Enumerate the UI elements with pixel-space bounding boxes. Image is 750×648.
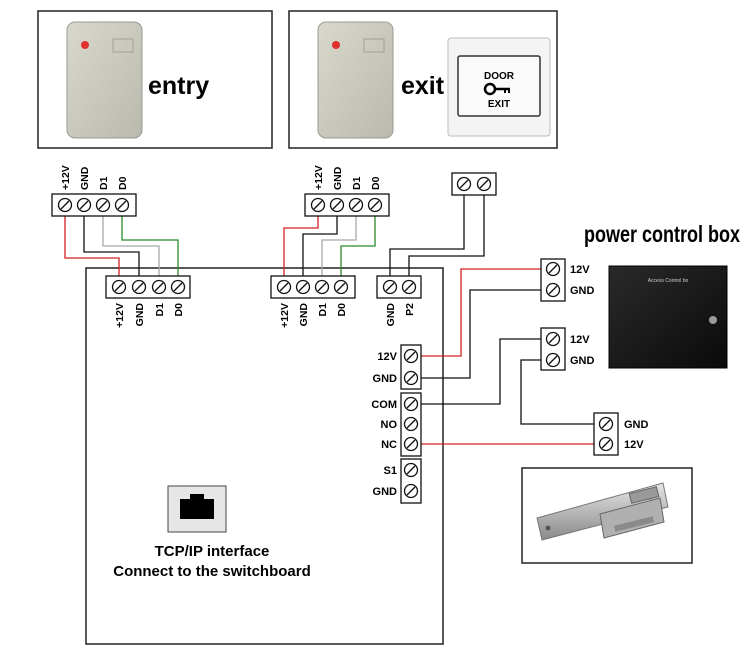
exit-pin-d0: D0 xyxy=(370,176,382,190)
ctrl-relay-no: NO xyxy=(381,419,398,431)
lock-pin-12v: 12V xyxy=(624,439,644,451)
network-port: TCP/IP interface Connect to the switchbo… xyxy=(113,485,311,580)
controller-power-terminals: 12V GND xyxy=(373,344,422,390)
controller-board xyxy=(85,267,444,645)
wire-power-12v xyxy=(418,268,545,357)
ethernet-port-icon xyxy=(180,494,214,519)
ctrl-relay-com: COM xyxy=(371,399,397,411)
rj45-plate xyxy=(167,485,227,533)
entry-card-reader xyxy=(66,21,143,139)
controller-reader2-terminals: +12V GND D1 D0 xyxy=(270,275,356,328)
power-box-lock-icon xyxy=(709,316,717,324)
psu-output-b: 12V GND xyxy=(540,327,595,371)
lock-terminals: GND 12V xyxy=(593,412,649,456)
entry-label: entry xyxy=(148,72,209,100)
entry-reader-window xyxy=(112,38,134,53)
exit-reader-led-icon xyxy=(332,41,340,49)
exit-pin-gnd: GND xyxy=(332,166,344,190)
key-icon xyxy=(483,82,510,96)
entry-pin-d0: D0 xyxy=(117,176,129,190)
exit-button xyxy=(457,55,541,117)
ctrl-pwr-gnd: GND xyxy=(373,373,398,385)
wire-exit-d0 xyxy=(340,208,376,278)
controller-reader1-terminals: +12V GND D1 D0 xyxy=(105,275,191,328)
ctrl-r1-pin-d1: D1 xyxy=(154,303,166,317)
button-terminal-block xyxy=(451,172,497,196)
controller-relay-terminals: COM NO NC xyxy=(371,392,422,457)
wire-power-gnd xyxy=(418,289,545,379)
wire-entry-12v xyxy=(64,208,120,278)
network-caption-line1: TCP/IP interface xyxy=(155,543,270,560)
exit-button-exit-text: EXIT xyxy=(488,99,510,110)
wires xyxy=(64,194,597,445)
ctrl-r1-pin-gnd: GND xyxy=(134,303,146,327)
ctrl-btn-pin-p2: P2 xyxy=(404,303,416,316)
exit-pin-12v: +12V xyxy=(313,165,325,190)
entry-pin-d1: D1 xyxy=(98,176,110,190)
entry-pin-12v: +12V xyxy=(60,165,72,190)
controller-button-terminals: GND P2 xyxy=(376,275,422,327)
exit-terminal-screws xyxy=(310,197,383,213)
psu-a-12v: 12V xyxy=(570,264,590,276)
power-box-body xyxy=(608,265,728,369)
wire-entry-d1 xyxy=(102,208,160,278)
exit-reader-window xyxy=(363,38,385,53)
power-box-plate: Access Control bo xyxy=(648,278,689,284)
power-control-box: power control box Access Control bo xyxy=(584,221,740,369)
ctrl-r1-pin-12v: +12V xyxy=(114,303,126,328)
ctrl-pwr-12v: 12V xyxy=(377,351,397,363)
wire-button-gnd xyxy=(389,194,465,278)
ctrl-r2-pin-gnd: GND xyxy=(298,303,310,327)
exit-button-door-text: DOOR xyxy=(484,71,515,82)
entry-reader-panel: entry xyxy=(37,10,273,149)
lock-pin-gnd: GND xyxy=(624,419,649,431)
power-box-title: power control box xyxy=(584,221,740,247)
exit-pin-d1: D1 xyxy=(351,176,363,190)
entry-reader-led-icon xyxy=(81,41,89,49)
entry-pin-gnd: GND xyxy=(79,166,91,190)
entry-terminal-block: +12V GND D1 D0 xyxy=(51,165,137,217)
wire-psu-lock xyxy=(520,359,597,425)
psu-b-12v: 12V xyxy=(570,334,590,346)
wire-entry-d0 xyxy=(121,208,179,278)
wire-exit-12v xyxy=(283,208,319,278)
exit-card-reader xyxy=(317,21,394,139)
electric-lock-panel xyxy=(521,467,693,564)
wire-com xyxy=(418,338,545,405)
psu-b-gnd: GND xyxy=(570,355,595,367)
wire-button-p2 xyxy=(408,194,485,278)
ctrl-btn-pin-gnd: GND xyxy=(385,303,397,327)
controller-sensor-terminals: S1 GND xyxy=(373,458,422,504)
exit-reader-panel: exit DOOR EXIT xyxy=(288,10,558,149)
wire-entry-gnd xyxy=(83,208,140,278)
ctrl-r2-pin-d1: D1 xyxy=(317,303,329,317)
psu-a-gnd: GND xyxy=(570,285,595,297)
electric-lock-image xyxy=(536,482,669,541)
ctrl-r2-pin-d0: D0 xyxy=(336,303,348,317)
ctrl-sensor-s1: S1 xyxy=(384,465,397,477)
ctrl-r1-pin-d0: D0 xyxy=(173,303,185,317)
ctrl-relay-nc: NC xyxy=(381,439,397,451)
ctrl-sensor-gnd: GND xyxy=(373,486,398,498)
psu-output-a: 12V GND xyxy=(540,258,595,302)
ctrl-r2-pin-12v: +12V xyxy=(279,303,291,328)
network-caption-line2: Connect to the switchboard xyxy=(113,563,311,580)
entry-terminal-screws xyxy=(57,197,130,213)
wire-exit-gnd xyxy=(302,208,338,278)
exit-terminal-block: +12V GND D1 D0 xyxy=(304,165,390,217)
exit-label: exit xyxy=(401,72,445,100)
wire-exit-d1 xyxy=(321,208,357,278)
